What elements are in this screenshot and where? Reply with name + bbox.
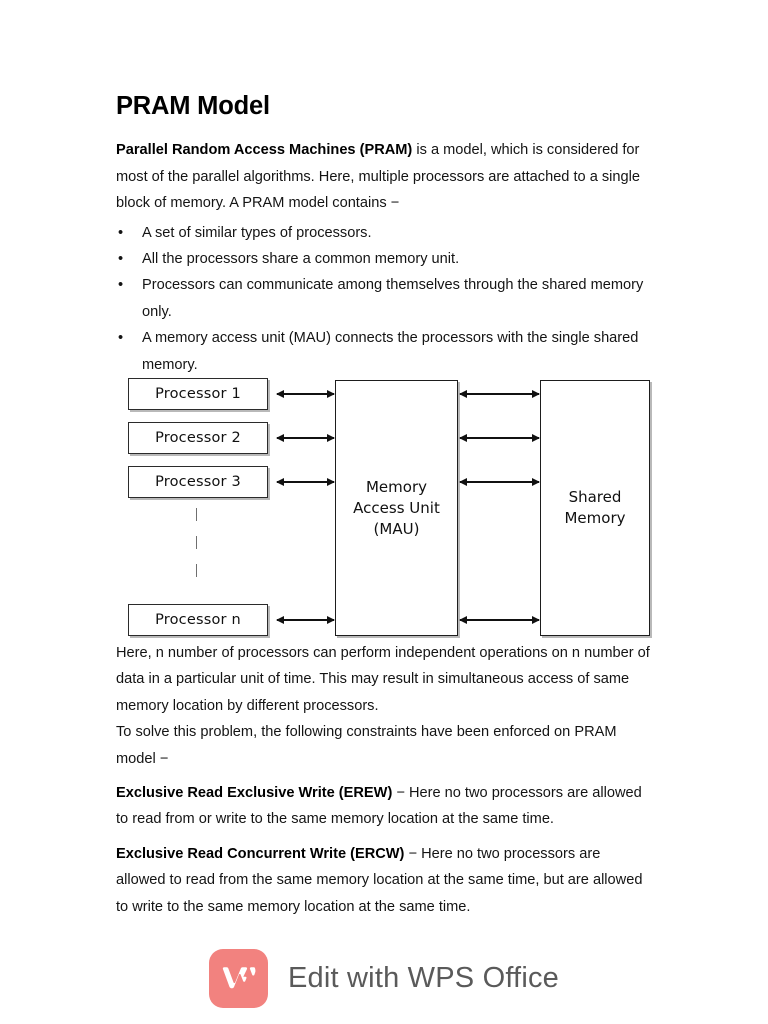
arrow-mau-to-shared-memory-3 [460, 481, 539, 483]
arrow-processor-1-to-mau [277, 393, 334, 395]
shared-memory-box: Shared Memory [540, 380, 650, 636]
post-diagram-paragraph-1: Here, n number of processors can perform… [116, 645, 650, 714]
spacer [116, 833, 652, 841]
processor-box-1: Processor 1 [128, 378, 268, 410]
processor-box-2: Processor 2 [128, 422, 268, 454]
definition-ercw: Exclusive Read Concurrent Write (ERCW) −… [116, 841, 652, 920]
bullet-icon: • [118, 277, 124, 294]
pram-architecture-diagram: Processor 1 Processor 2 Processor 3 Proc… [128, 378, 652, 638]
bullet-icon: • [118, 250, 124, 267]
processor-box-3: Processor 3 [128, 466, 268, 498]
arrow-mau-to-shared-memory-2 [460, 437, 539, 439]
edit-with-wps-office-button[interactable]: Edit with WPS Office [0, 944, 768, 1012]
post-diagram-paragraph-2: To solve this problem, the following con… [116, 724, 617, 767]
arrow-processor-3-to-mau [277, 481, 334, 483]
definition-erew: Exclusive Read Exclusive Write (EREW) − … [116, 780, 652, 833]
processor-box-n: Processor n [128, 604, 268, 636]
definition-ercw-text: Here no two processors are allowed to re… [116, 845, 643, 915]
feature-bullet-list: • A set of similar types of processors. … [116, 220, 652, 378]
definition-erew-text: Here no two processors are allowed to re… [116, 785, 642, 828]
definition-ercw-term: Exclusive Read Concurrent Write (ERCW) [116, 845, 405, 862]
intro-paragraph: Parallel Random Access Machines (PRAM) i… [116, 137, 652, 216]
list-item: • A memory access unit (MAU) connects th… [116, 325, 652, 378]
document-body-lower: Here, n number of processors can perform… [116, 640, 652, 920]
page-title: PRAM Model [116, 92, 270, 120]
wps-office-label: Edit with WPS Office [288, 961, 559, 994]
vertical-ellipsis-icon [194, 508, 200, 588]
list-item: • A set of similar types of processors. [116, 220, 652, 246]
definition-erew-dash: − [392, 785, 409, 802]
intro-rest: is a model, which is considered for most… [116, 142, 641, 212]
bullet-icon: • [118, 330, 124, 347]
intro-bold-lead: Parallel Random Access Machines (PRAM) [116, 142, 413, 159]
list-item: • Processors can communicate among thems… [116, 272, 652, 325]
bullet-icon: • [118, 224, 124, 241]
arrow-mau-to-shared-memory-1 [460, 393, 539, 395]
arrow-processor-n-to-mau [277, 619, 334, 621]
arrow-mau-to-shared-memory-4 [460, 619, 539, 621]
list-item-label: A memory access unit (MAU) connects the … [142, 330, 639, 373]
definition-ercw-dash: − [404, 845, 422, 862]
list-item-label: All the processors share a common memory… [142, 250, 460, 267]
list-item: • All the processors share a common memo… [116, 246, 652, 272]
wps-office-logo-icon [209, 948, 268, 1008]
definition-erew-term: Exclusive Read Exclusive Write (EREW) [116, 785, 393, 802]
memory-access-unit-box: Memory Access Unit (MAU) [335, 380, 458, 636]
list-item-label: A set of similar types of processors. [142, 224, 372, 241]
document-body: PRAM Model Parallel Random Access Machin… [116, 92, 652, 378]
spacer [116, 772, 652, 780]
arrow-processor-2-to-mau [277, 437, 334, 439]
list-item-label: Processors can communicate among themsel… [142, 277, 644, 320]
